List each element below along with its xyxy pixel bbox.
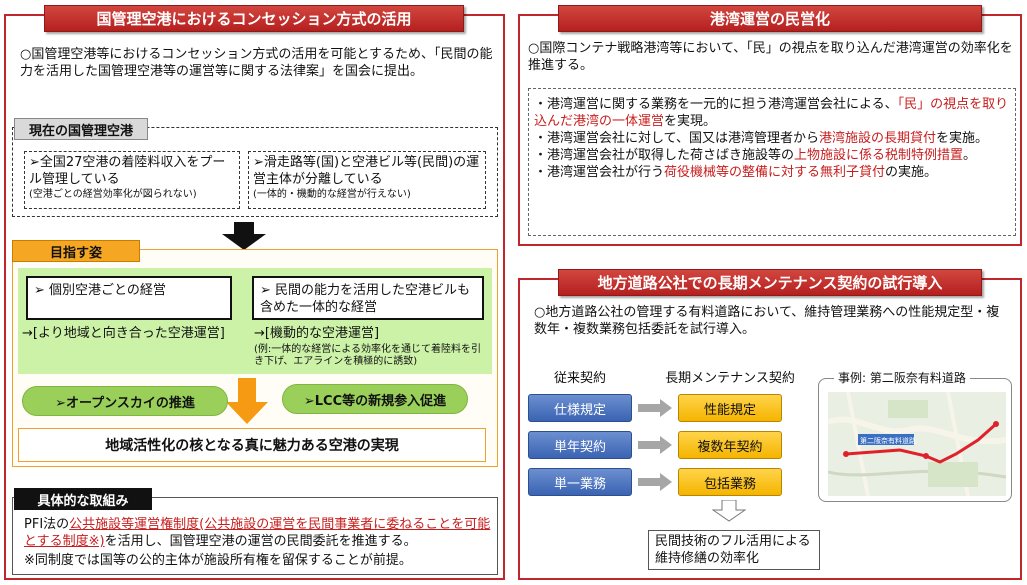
- port-measure-1: ・港湾運営に関する業務を一元的に担う港湾運営会社による、「民」の視点を取り込んだ…: [534, 97, 1009, 129]
- port-measures-frame: [528, 88, 1016, 236]
- current-issue-2-text: ➢滑走路等(国)と空港ビル等(民間)の運営主体が分離している: [253, 155, 480, 187]
- down-arrow-icon: [222, 222, 266, 250]
- port-measure-2: ・港湾運営会社に対して、国又は港湾管理者から港湾施設の長期貸付を実施。: [534, 131, 988, 146]
- goal-box-1: ➢ 個別空港ごとの経営: [26, 276, 232, 320]
- current-issue-2-sub: (一体的・機動的な経営が行えない): [253, 189, 411, 200]
- left-panel-title: 国管理空港におけるコンセッション方式の活用: [44, 5, 464, 32]
- road-intro: ○地方道路公社の管理する有料道路において、維持管理業務への性能規定型・複数年・複…: [534, 305, 1000, 337]
- port-measures: ・港湾運営に関する業務を一元的に担う港湾運営会社による、「民」の視点を取り込んだ…: [534, 96, 1012, 181]
- goal-result-text: 地域活性化の核となる真に魅力ある空港の実現: [105, 438, 399, 454]
- new-contract-item-3: 包括業務: [678, 468, 782, 496]
- goal-box-2-note: →[機動的な空港運営]: [254, 326, 380, 341]
- port-panel: [518, 14, 1022, 246]
- open-sky-pill: ➢オープンスカイの推進: [22, 386, 228, 416]
- goal-label: 目指す姿: [12, 240, 140, 262]
- road-panel-title: 地方道路公社での長期メンテナンス契約の試行導入: [558, 269, 982, 296]
- orange-down-arrow-icon: [226, 378, 268, 424]
- concrete-text-pre: PFI法の: [24, 517, 70, 532]
- concrete-text-post: を活用し、国管理空港の運営の民間委託を推進する。: [104, 534, 417, 549]
- old-contract-item-3: 単一業務: [528, 468, 632, 496]
- gray-arrow-icon: [638, 399, 672, 417]
- port-intro: ○国際コンテナ戦略港湾等において、「民」の視点を取り込んだ港湾運営の効率化を推進…: [528, 41, 1013, 73]
- concrete-text: PFI法の公共施設等運営権制度(公共施設の運営を民間事業者に委ねることを可能とす…: [24, 516, 494, 550]
- map-label: 事例: 第二阪奈有料道路: [834, 369, 970, 386]
- goal-result-box: 地域活性化の核となる真に魅力ある空港の実現: [18, 428, 486, 462]
- goal-box-2-sub: (例:一体的な経営による効率化を通じて着陸料を引き下げ、エアラインを積極的に誘致…: [254, 344, 481, 367]
- new-contract-item-2: 複数年契約: [678, 431, 782, 459]
- old-contract-item-1: 仕様規定: [528, 394, 632, 422]
- road-map-image: 第二阪奈有料道路: [828, 392, 1006, 496]
- current-issue-1-sub: (空港ごとの経営効率化が図られない): [29, 189, 197, 200]
- long-maintenance-header: 長期メンテナンス契約: [665, 371, 795, 386]
- map-route-tag: 第二阪奈有料道路: [860, 436, 916, 445]
- new-contract-item-1: 性能規定: [678, 394, 782, 422]
- goal-box-2: ➢ 民間の能力を活用した空港ビルも含めた一体的な経営: [252, 276, 484, 320]
- port-panel-title: 港湾運営の民営化: [558, 5, 982, 32]
- gray-arrow-icon: [638, 473, 672, 491]
- concrete-frame: [12, 497, 498, 575]
- current-issue-1-text: ➢全国27空港の着陸料収入をプール管理している: [29, 155, 226, 187]
- current-airports-frame: [12, 127, 498, 217]
- goal-box-1-text: ➢ 個別空港ごとの経営: [34, 283, 166, 298]
- lcc-entry-pill: ➢LCC等の新規参入促進: [282, 384, 468, 414]
- outline-down-arrow-icon: [712, 500, 746, 522]
- current-issue-box-2: ➢滑走路等(国)と空港ビル等(民間)の運営主体が分離している (一体的・機動的な…: [248, 151, 486, 209]
- left-intro: ○国管理空港等におけるコンセッション方式の活用を可能とするため、「民間の能力を活…: [20, 47, 493, 79]
- goal-box-2-text: ➢ 民間の能力を活用した空港ビルも含めた一体的な経営: [260, 283, 471, 315]
- port-measure-4: ・港湾運営会社が行う荷役機械等の整備に対する無利子貸付の実施。: [534, 165, 938, 180]
- concrete-note: ※同制度では国等の公的主体が施設所有権を留保することが前提。: [24, 553, 412, 568]
- pfi-concession-link[interactable]: 公共施設等運営権制度(公共施設の運営を民間事業者に委ねることを可能とする制度※): [24, 517, 491, 549]
- goal-box-1-note: →[より地域と向き合った空港運営]: [22, 326, 225, 341]
- road-result-box: 民間技術のフル活用による維持修繕の効率化: [648, 530, 820, 570]
- gray-arrow-icon: [638, 436, 672, 454]
- port-measure-3: ・港湾運営会社が取得した荷さばき施設等の上物施設に係る税制特例措置。: [534, 148, 977, 163]
- old-contract-item-2: 単年契約: [528, 431, 632, 459]
- current-airports-label: 現在の国管理空港: [14, 118, 148, 140]
- old-contract-header: 従来契約: [553, 371, 606, 386]
- current-issue-box-1: ➢全国27空港の着陸料収入をプール管理している (空港ごとの経営効率化が図られな…: [24, 151, 240, 209]
- concrete-label: 具体的な取組み: [14, 488, 152, 510]
